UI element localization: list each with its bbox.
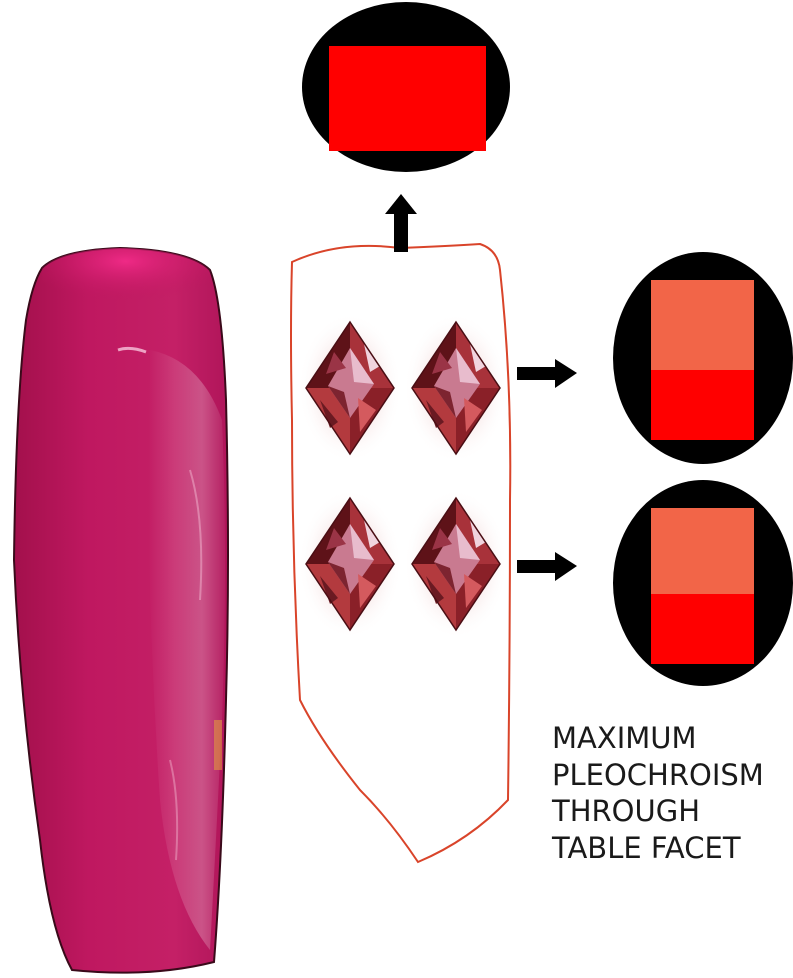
- faceted-gem-icon: [298, 313, 402, 463]
- up-arrow-icon: [385, 194, 417, 252]
- caption-line: TABLE FACET: [552, 830, 790, 867]
- caption: MAXIMUM PLEOCHROISM THROUGH TABLE FACET: [552, 720, 790, 866]
- faceted-gem-icon: [404, 313, 508, 463]
- ruby-crystal: [14, 248, 228, 973]
- faceted-gem-icon: [298, 489, 402, 639]
- caption-line: MAXIMUM: [552, 720, 790, 757]
- caption-line: THROUGH: [552, 793, 790, 830]
- faceted-gem-icon: [404, 489, 508, 639]
- pleochroism-disc-top: [302, 2, 510, 172]
- pleochroism-disc-side-lower: [613, 480, 793, 686]
- caption-line: PLEOCHROISM: [552, 757, 790, 794]
- pleochroism-disc-side-upper: [613, 252, 793, 464]
- right-arrow-icon: [517, 552, 577, 581]
- right-arrow-icon: [517, 359, 577, 388]
